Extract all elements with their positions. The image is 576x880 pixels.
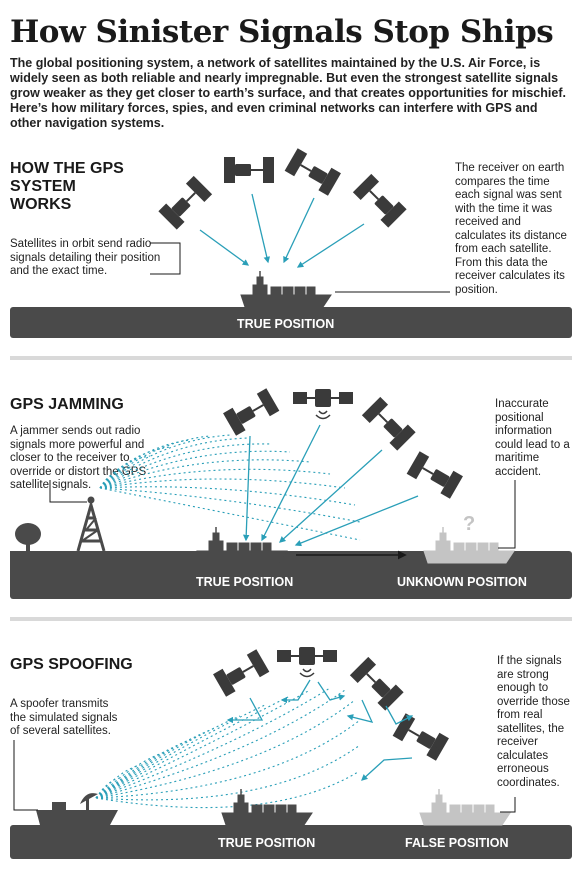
- gps-true-position-label: TRUE POSITION: [237, 317, 335, 331]
- satellite-icon: [283, 147, 342, 197]
- spoofing-false-position-label: FALSE POSITION: [405, 836, 509, 850]
- deflected-signal-lines: [226, 679, 414, 781]
- satellite-icon: [292, 388, 354, 420]
- spoofing-left-callout: [13, 740, 38, 811]
- spoofing-left-note: A spoofer transmits the simulated signal…: [10, 698, 118, 737]
- ground-band-3: [10, 825, 572, 859]
- satellite-icon: [276, 646, 338, 678]
- land-bank: [10, 551, 165, 560]
- page-title: How Sinister Signals Stop Ships: [10, 14, 554, 50]
- spoofer-signal-beam: [95, 687, 361, 809]
- satellite-icon: [157, 174, 214, 231]
- gps-left-note: Satellites in orbit send radio signals d…: [10, 238, 161, 277]
- spoofing-right-note: If the signals are strong enough to over…: [497, 655, 570, 789]
- spoofer-ship-icon: [36, 802, 118, 825]
- jamming-satellite-signal-lines: [242, 424, 419, 547]
- gps-right-note: The receiver on earth compares the time …: [455, 162, 567, 296]
- ground-band-1: [10, 307, 572, 338]
- tree-icon: [15, 523, 41, 552]
- satellite-icon: [212, 648, 271, 698]
- spoofing-right-callout: [500, 797, 516, 813]
- ship-icon: [240, 270, 332, 308]
- section-divider-1: [10, 356, 572, 360]
- jamming-left-note: A jammer sends out radio signals more po…: [10, 425, 147, 491]
- satellite-icon: [405, 450, 464, 500]
- ship-icon: [196, 526, 288, 564]
- satellite-icon: [348, 655, 405, 712]
- satellite-icon: [351, 172, 408, 229]
- ghost-ship-icon: [419, 788, 511, 826]
- satellite-icon: [223, 156, 275, 184]
- gps-signal-lines: [199, 193, 365, 268]
- gps-left-callout: [150, 242, 181, 275]
- ship-icon: [221, 788, 313, 826]
- jamming-right-note: Inaccurate positional information could …: [495, 398, 570, 478]
- radar-dish-icon: [80, 793, 98, 810]
- jamming-unknown-position-label: UNKNOWN POSITION: [397, 575, 527, 589]
- satellite-icon: [360, 395, 417, 452]
- question-mark-icon: ?: [463, 513, 475, 535]
- radio-tower-icon: [76, 496, 106, 552]
- jamming-true-position-label: TRUE POSITION: [196, 575, 294, 589]
- intro-text: The global positioning system, a network…: [10, 56, 566, 130]
- jamming-radio-waves: [99, 434, 361, 541]
- satellite-icon: [391, 712, 450, 762]
- jamming-heading: GPS JAMMING: [10, 396, 124, 413]
- gps-heading: HOW THE GPS SYSTEM WORKS: [10, 160, 124, 213]
- jamming-left-callout: [49, 480, 87, 503]
- spoofing-true-position-label: TRUE POSITION: [218, 836, 316, 850]
- satellite-icon: [222, 387, 281, 437]
- spoofing-heading: GPS SPOOFING: [10, 656, 133, 673]
- section-divider-2: [10, 617, 572, 621]
- jamming-right-callout: [498, 480, 516, 549]
